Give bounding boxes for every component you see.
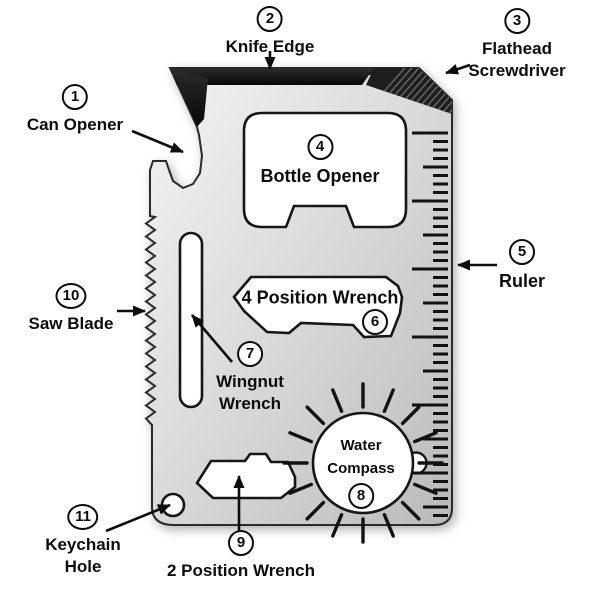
callout-number-5: 5: [508, 239, 535, 265]
knife-edge-strip: [172, 69, 377, 85]
label-wingnut-wrench: 7 Wingnut Wrench: [216, 341, 284, 415]
label-knife-edge: 2 Knife Edge: [225, 6, 315, 58]
water-compass-label-line2: Compass: [327, 460, 395, 477]
wingnut-wrench-slot: [178, 231, 204, 409]
label-flathead-screwdriver: 3 Flathead Screwdriver: [468, 8, 566, 82]
callout-number-2: 2: [256, 6, 283, 32]
wingnut-label-line2: Wrench: [218, 394, 282, 413]
keychain-hole-cutout: [160, 492, 186, 518]
callout-number-4: 4: [306, 134, 333, 160]
callout-number-10: 10: [55, 283, 87, 309]
label-water-compass: Water Compass 8: [327, 434, 395, 509]
water-compass-label-line1: Water: [340, 437, 382, 454]
label-bottle-opener: 4 Bottle Opener: [260, 134, 380, 188]
label-four-position-wrench-num: 6: [362, 309, 388, 335]
four-position-wrench-cutout: [232, 275, 404, 339]
can-opener-label: Can Opener: [26, 115, 124, 134]
knife-edge-label: Knife Edge: [225, 37, 315, 56]
water-compass-rays: [282, 382, 444, 544]
bottle-opener-cutout: [242, 111, 408, 229]
ruler-label: Ruler: [498, 271, 546, 291]
label-can-opener: 1 Can Opener: [27, 84, 123, 136]
four-position-wrench-label: 4 Position Wrench: [241, 287, 399, 308]
arrow-wingnut-wrench: [191, 314, 233, 363]
ruler-ticks: [412, 131, 448, 517]
arrow-keychain-hole: [105, 503, 171, 533]
callout-number-1: 1: [61, 84, 88, 110]
keychain-label-line1: Keychain: [45, 535, 121, 554]
two-position-wrench-cutout: [195, 452, 297, 500]
keychain-label-line2: Hole: [64, 557, 102, 576]
flathead-label-line2: Screwdriver: [468, 61, 566, 80]
arrow-flathead-screwdriver: [445, 63, 471, 75]
saw-blade-label: Saw Blade: [28, 314, 114, 333]
wingnut-label-line1: Wingnut: [216, 372, 284, 391]
callout-number-6: 6: [362, 309, 388, 335]
label-ruler: 5 Ruler: [499, 239, 545, 293]
water-compass-cutout: [311, 411, 415, 515]
callout-number-3: 3: [504, 8, 530, 34]
callout-number-8: 8: [348, 483, 374, 509]
label-saw-blade: 10 Saw Blade: [28, 283, 114, 335]
bottle-opener-label: Bottle Opener: [260, 166, 380, 186]
label-keychain-hole: 11 Keychain Hole: [45, 504, 121, 578]
flathead-label-line1: Flathead: [482, 39, 552, 58]
callout-number-7: 7: [236, 341, 263, 367]
two-position-wrench-label: 2 Position Wrench: [167, 561, 315, 580]
label-two-position-wrench: 9 2 Position Wrench: [167, 530, 315, 582]
callout-number-9: 9: [228, 530, 254, 556]
arrow-can-opener: [131, 129, 184, 154]
callout-number-11: 11: [67, 504, 99, 530]
knife-blade-wedge: [171, 69, 208, 127]
